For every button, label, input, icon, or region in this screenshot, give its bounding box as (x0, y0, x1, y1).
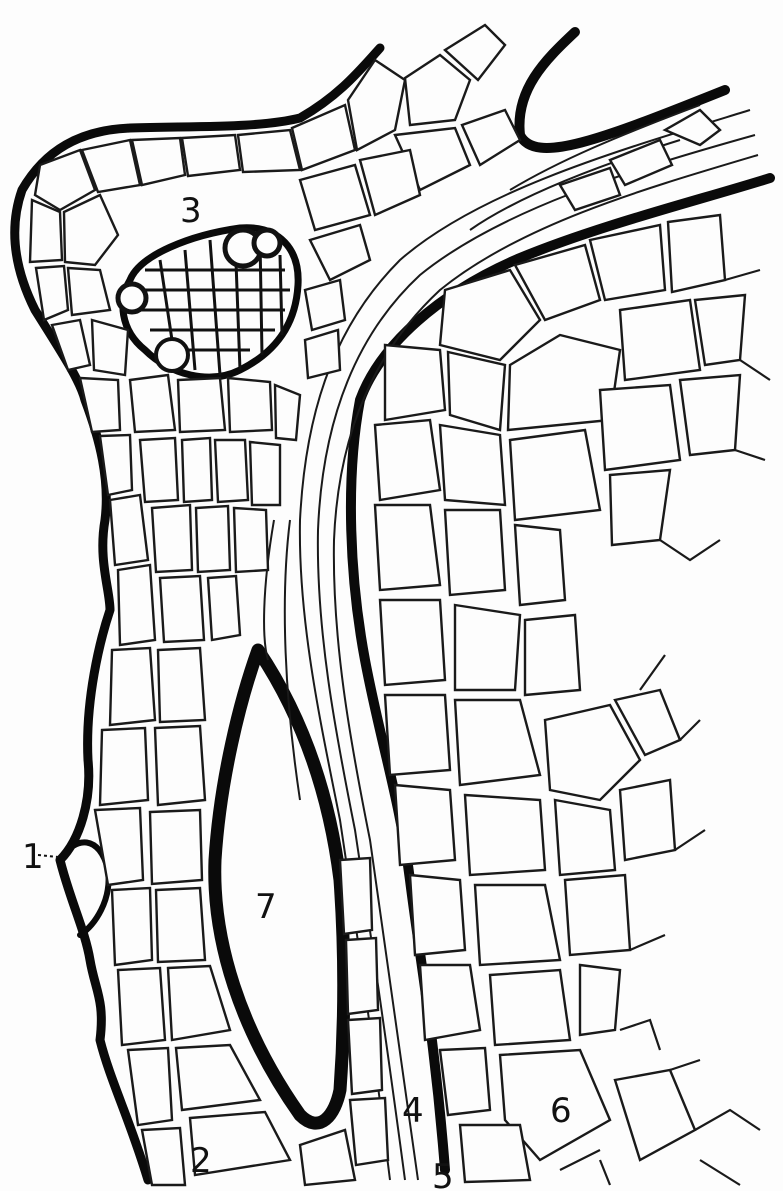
pith-cells-right (375, 215, 745, 1182)
vascular-bundle-3 (118, 228, 298, 377)
label-6: 6 (550, 1091, 572, 1131)
label-2: 2 (190, 1141, 212, 1181)
label-7: 7 (255, 887, 277, 927)
label-4: 4 (402, 1091, 424, 1131)
label-3: 3 (180, 191, 202, 231)
label-1: 1 (22, 837, 44, 877)
label-5: 5 (432, 1157, 454, 1191)
